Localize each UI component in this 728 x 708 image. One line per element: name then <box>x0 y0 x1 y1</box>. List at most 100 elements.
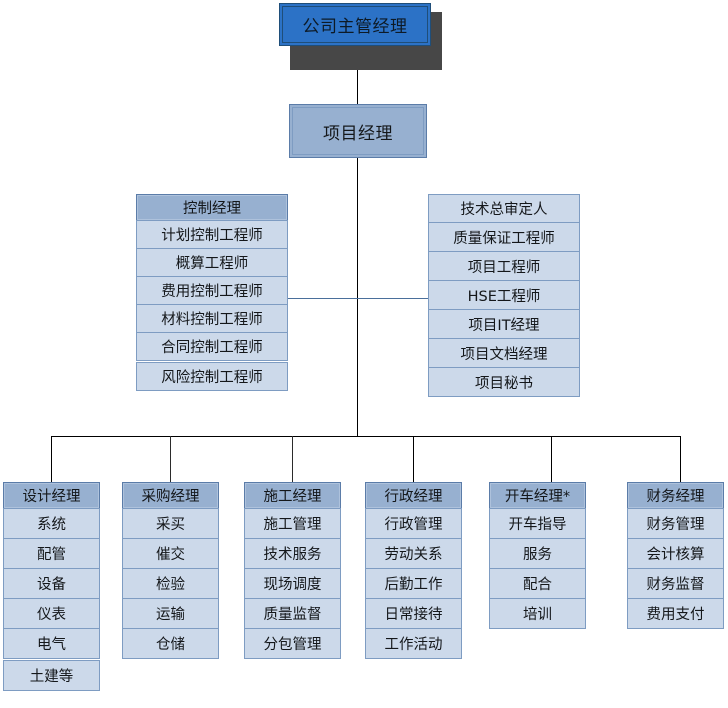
group-header-label: 设计经理 <box>22 489 81 505</box>
list-item[interactable]: 材料控制工程师 <box>136 304 288 333</box>
startup-manager-group: 开车经理* 开车指导 服务 配合 培训 <box>489 482 586 629</box>
group-header-label: 控制经理 <box>183 201 241 217</box>
list-item[interactable]: 计划控制工程师 <box>136 220 288 249</box>
connector-drop-5 <box>551 436 552 482</box>
connector-drop-1 <box>51 436 52 482</box>
list-item[interactable]: 技术总审定人 <box>428 194 580 223</box>
list-item[interactable]: 采买 <box>122 508 219 539</box>
design-manager-group: 设计经理 系统 配管 设备 仪表 电气 土建等 <box>3 482 100 691</box>
list-item-label: 行政管理 <box>384 517 443 533</box>
group-header[interactable]: 财务经理 <box>627 482 724 509</box>
list-item-label: 配管 <box>37 547 66 563</box>
list-item[interactable]: 催交 <box>122 538 219 569</box>
list-item[interactable]: 施工管理 <box>244 508 341 539</box>
list-item[interactable]: 设备 <box>3 568 100 599</box>
group-header-label: 施工经理 <box>263 489 322 505</box>
group-header[interactable]: 控制经理 <box>136 194 288 221</box>
list-item-label: 采买 <box>156 517 185 533</box>
list-item-label: 财务监督 <box>646 577 705 593</box>
construction-manager-group: 施工经理 施工管理 技术服务 现场调度 质量监督 分包管理 <box>244 482 341 659</box>
group-header-label: 采购经理 <box>141 489 200 505</box>
list-item[interactable]: 项目IT经理 <box>428 309 580 339</box>
list-item-label: 日常接待 <box>384 607 443 623</box>
list-item-label: 概算工程师 <box>175 256 249 272</box>
list-item[interactable]: 电气 <box>3 628 100 659</box>
group-header[interactable]: 设计经理 <box>3 482 100 509</box>
control-manager-group: 控制经理 计划控制工程师 概算工程师 费用控制工程师 材料控制工程师 合同控制工… <box>136 194 288 391</box>
list-item[interactable]: 财务监督 <box>627 568 724 599</box>
connector-middle-tier <box>288 298 428 299</box>
list-item-label: 系统 <box>37 517 66 533</box>
list-item[interactable]: 服务 <box>489 538 586 569</box>
group-header-label: 财务经理 <box>646 489 705 505</box>
list-item[interactable]: 配管 <box>3 538 100 569</box>
list-item[interactable]: 土建等 <box>3 660 100 691</box>
group-header[interactable]: 采购经理 <box>122 482 219 509</box>
list-item[interactable]: 技术服务 <box>244 538 341 569</box>
list-item[interactable]: 工作活动 <box>365 628 462 659</box>
list-item-label: 施工管理 <box>263 517 322 533</box>
connector-drop-2 <box>170 436 171 482</box>
group-header[interactable]: 开车经理* <box>489 482 586 509</box>
list-item[interactable]: 费用支付 <box>627 598 724 629</box>
list-item-label: 服务 <box>523 547 552 563</box>
list-item[interactable]: 劳动关系 <box>365 538 462 569</box>
list-item[interactable]: 日常接待 <box>365 598 462 629</box>
list-item-label: 劳动关系 <box>384 547 443 563</box>
group-header[interactable]: 施工经理 <box>244 482 341 509</box>
list-item[interactable]: 后勤工作 <box>365 568 462 599</box>
connector-drop-4 <box>413 436 414 482</box>
list-item-label: 项目工程师 <box>467 259 541 276</box>
list-item[interactable]: 质量保证工程师 <box>428 222 580 252</box>
list-item-label: 现场调度 <box>263 577 322 593</box>
list-item[interactable]: 合同控制工程师 <box>136 332 288 361</box>
list-item[interactable]: 财务管理 <box>627 508 724 539</box>
list-item-label: 风险控制工程师 <box>161 370 263 386</box>
list-item[interactable]: 系统 <box>3 508 100 539</box>
list-item-label: 土建等 <box>29 669 74 685</box>
list-item-label: 分包管理 <box>263 637 322 653</box>
list-item-label: 项目IT经理 <box>468 317 540 334</box>
list-item-label: 项目秘书 <box>475 375 533 392</box>
list-item-label: 开车指导 <box>508 517 567 533</box>
list-item-label: 合同控制工程师 <box>161 340 263 356</box>
list-item[interactable]: 仪表 <box>3 598 100 629</box>
list-item-label: 电气 <box>37 637 66 653</box>
list-item-label: 后勤工作 <box>384 577 443 593</box>
list-item[interactable]: 现场调度 <box>244 568 341 599</box>
list-item[interactable]: 配合 <box>489 568 586 599</box>
list-item[interactable]: 质量监督 <box>244 598 341 629</box>
project-manager-label: 项目经理 <box>323 123 393 144</box>
list-item[interactable]: 检验 <box>122 568 219 599</box>
list-item-label: 检验 <box>156 577 185 593</box>
list-item[interactable]: 运输 <box>122 598 219 629</box>
group-header-label: 开车经理* <box>504 489 571 505</box>
list-item[interactable]: 项目工程师 <box>428 251 580 281</box>
list-item-label: 技术服务 <box>263 547 322 563</box>
list-item-label: 配合 <box>523 577 552 593</box>
group-header[interactable]: 行政经理 <box>365 482 462 509</box>
exec-box[interactable]: 公司主管经理 <box>279 3 431 46</box>
list-item-label: 财务管理 <box>646 517 705 533</box>
list-item-label: 材料控制工程师 <box>161 312 263 328</box>
list-item[interactable]: 费用控制工程师 <box>136 276 288 305</box>
list-item[interactable]: 行政管理 <box>365 508 462 539</box>
list-item[interactable]: 项目文档经理 <box>428 338 580 368</box>
list-item-label: 工作活动 <box>384 637 443 653</box>
list-item[interactable]: 分包管理 <box>244 628 341 659</box>
list-item[interactable]: 风险控制工程师 <box>136 362 288 391</box>
list-item[interactable]: 概算工程师 <box>136 248 288 277</box>
project-manager-box[interactable]: 项目经理 <box>289 104 427 158</box>
list-item[interactable]: 项目秘书 <box>428 367 580 397</box>
list-item-label: 计划控制工程师 <box>161 228 263 244</box>
list-item[interactable]: 仓储 <box>122 628 219 659</box>
list-item-label: 仪表 <box>37 607 66 623</box>
list-item-label: 设备 <box>37 577 66 593</box>
finance-manager-group: 财务经理 财务管理 会计核算 财务监督 费用支付 <box>627 482 724 629</box>
connector-drop-6 <box>680 436 681 482</box>
list-item[interactable]: 会计核算 <box>627 538 724 569</box>
list-item[interactable]: HSE工程师 <box>428 280 580 310</box>
list-item[interactable]: 开车指导 <box>489 508 586 539</box>
list-item[interactable]: 培训 <box>489 598 586 629</box>
